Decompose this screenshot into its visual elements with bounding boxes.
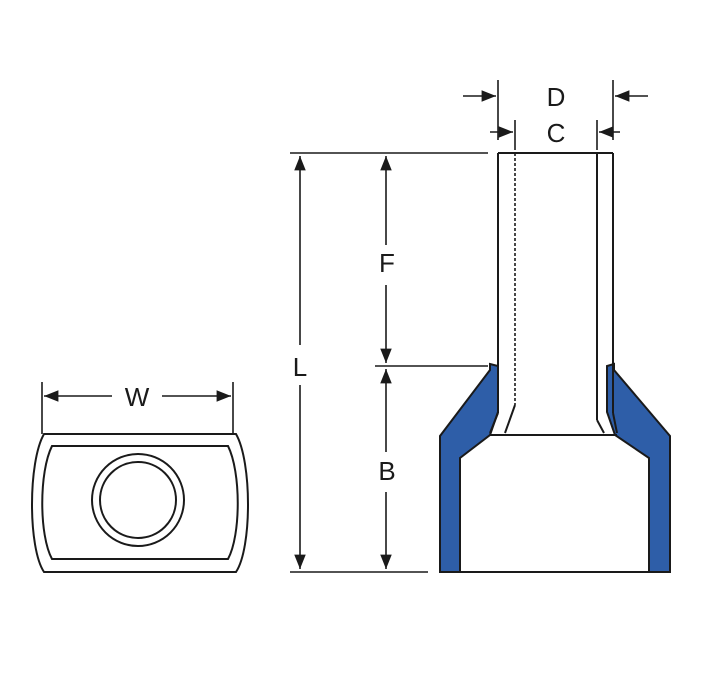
- insulation-collar-right: [606, 362, 671, 573]
- tube-flare-left: [489, 412, 499, 434]
- end-view-inner-shape: [41, 445, 239, 560]
- end-view-inner-circle: [99, 461, 177, 539]
- tube-flare-right: [612, 412, 618, 434]
- end-view-outer-circle: [91, 453, 185, 547]
- insulation-collar-left: [439, 362, 499, 573]
- side-view: L F B D C: [290, 80, 671, 573]
- dimension-label-c: C: [547, 118, 566, 148]
- dimension-label-b: B: [378, 456, 395, 486]
- tube-flare-inner-left: [504, 404, 516, 434]
- dimension-label-w: W: [125, 382, 150, 412]
- end-view: W: [31, 382, 249, 573]
- dimension-label-d: D: [547, 82, 566, 112]
- tube-flare-inner-right: [596, 419, 605, 434]
- end-view-outer-shape: [31, 433, 249, 573]
- dimension-label-f: F: [379, 248, 395, 278]
- dimension-label-l: L: [293, 352, 307, 382]
